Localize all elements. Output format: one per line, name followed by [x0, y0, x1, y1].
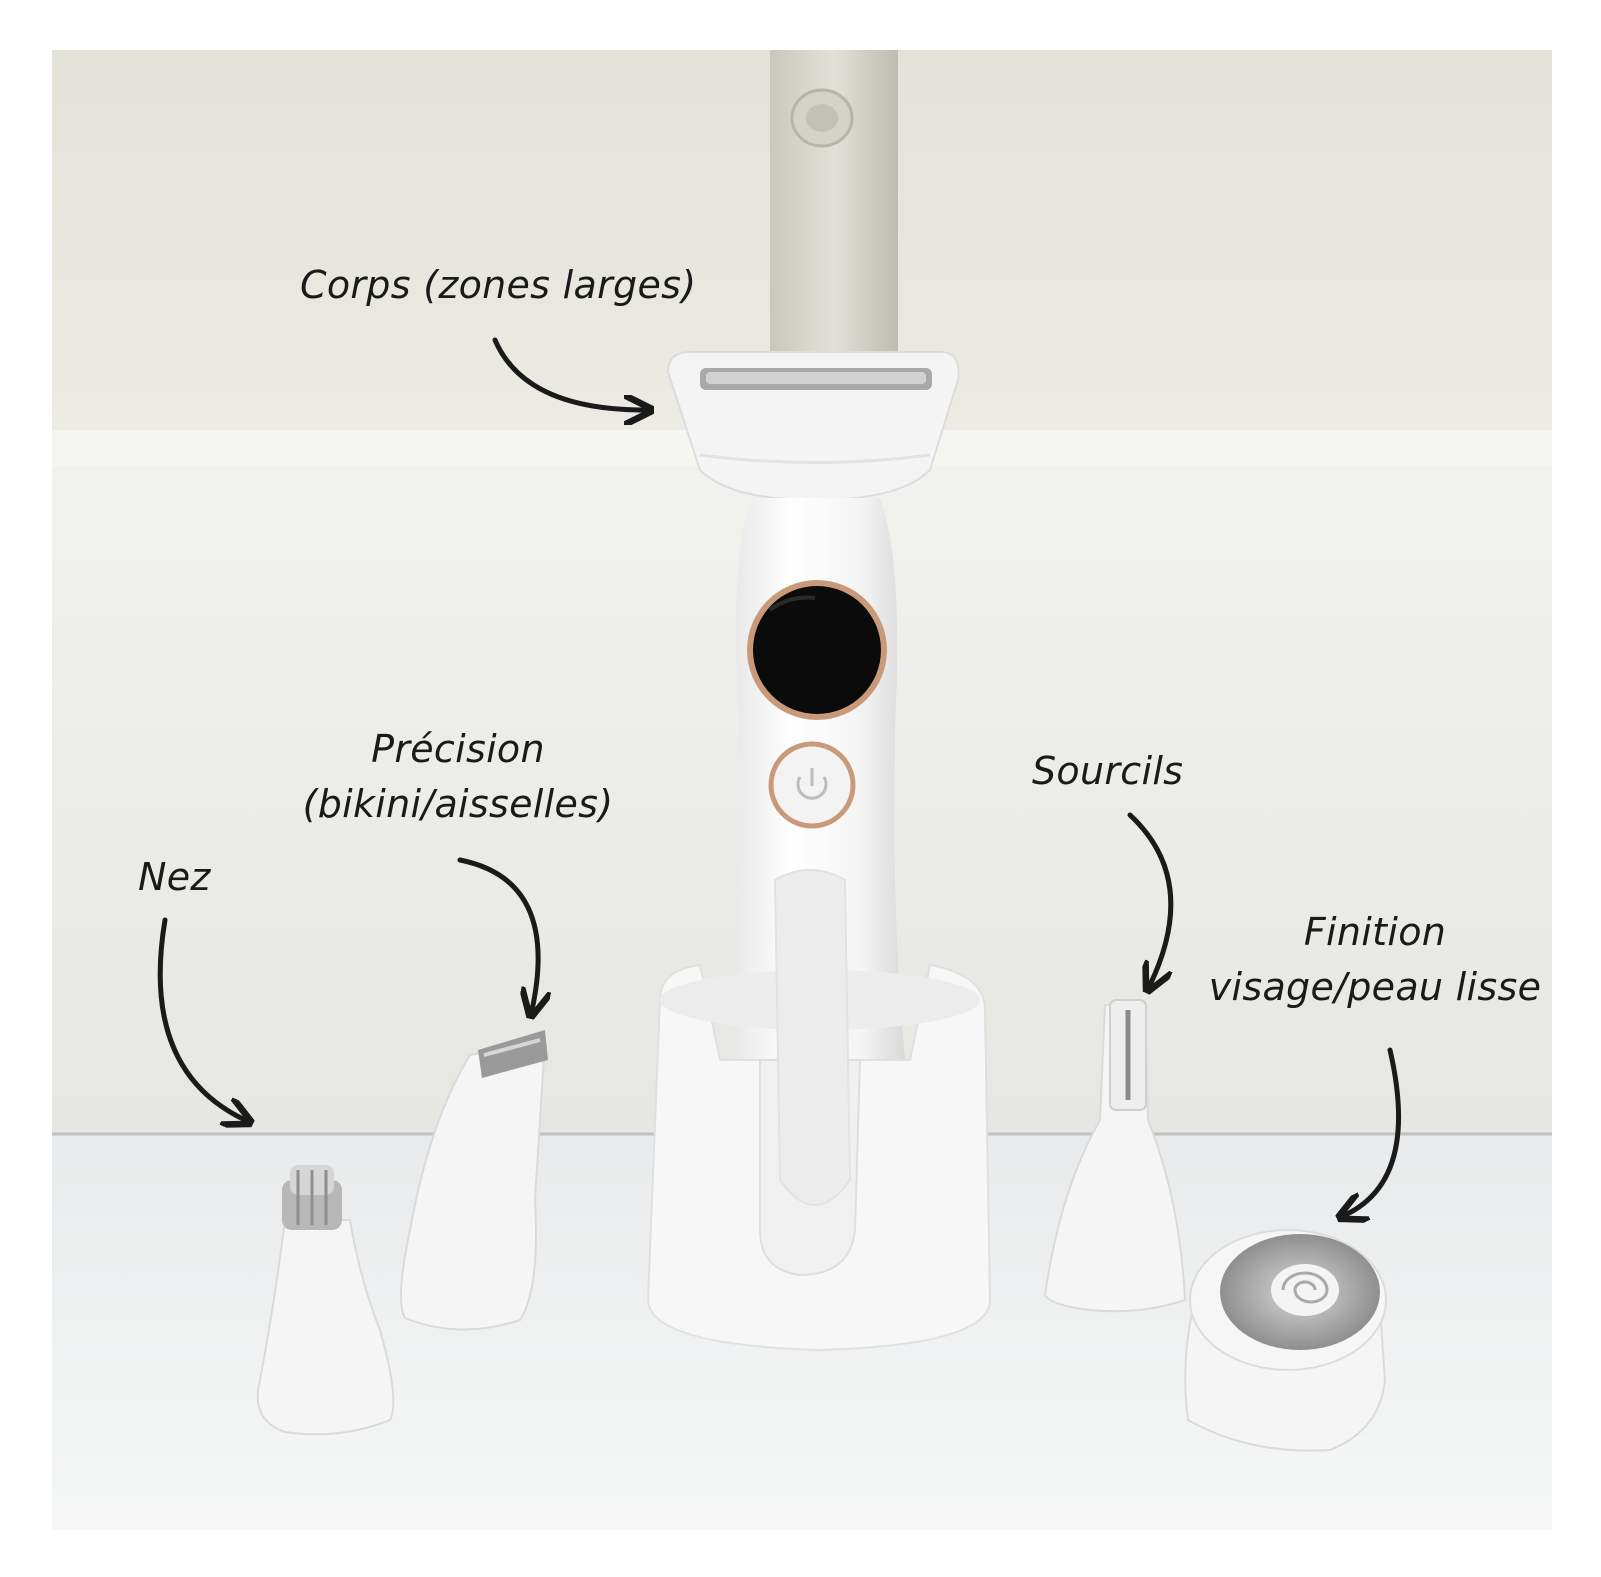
label-sourcils-text: Sourcils	[1032, 749, 1184, 793]
label-finition: Finition visage/peau lisse	[1190, 905, 1560, 1015]
label-precision-line1: Précision	[371, 727, 545, 771]
label-nez: Nez	[138, 850, 211, 905]
label-nez-text: Nez	[138, 855, 211, 899]
label-precision: Précision (bikini/aisselles)	[283, 722, 633, 832]
label-corps-text: Corps (zones larges)	[300, 263, 697, 307]
label-precision-line2: (bikini/aisselles)	[302, 782, 614, 827]
label-finition-line1: Finition	[1303, 910, 1447, 954]
label-corps: Corps (zones larges)	[300, 258, 696, 313]
label-finition-line2: visage/peau lisse	[1208, 965, 1542, 1010]
label-sourcils: Sourcils	[1032, 744, 1183, 799]
